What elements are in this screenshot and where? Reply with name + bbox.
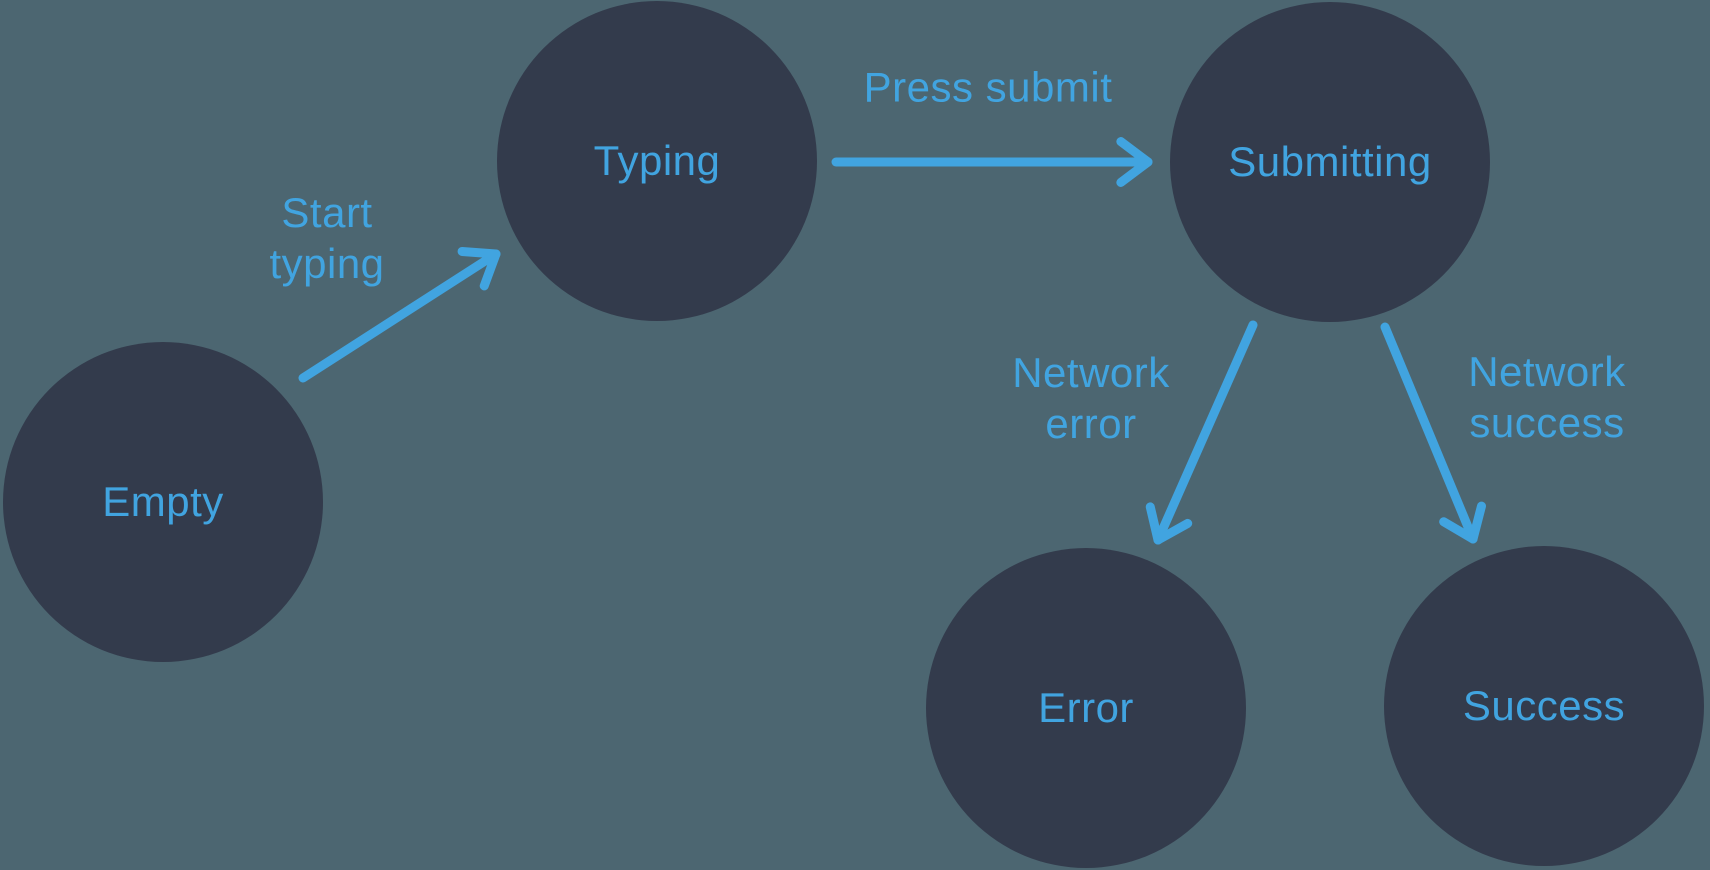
transition-label-line: Press submit (863, 63, 1113, 111)
transition-label-line: success (1469, 399, 1625, 446)
transition-arrow-press-submit (831, 137, 1153, 187)
state-node-submitting: Submitting (1170, 2, 1490, 322)
arrowhead-icon (1439, 501, 1486, 544)
state-node-success: Success (1384, 546, 1704, 866)
arrow-shaft (1153, 320, 1258, 545)
transition-label-line: Network (1468, 348, 1626, 395)
state-node-label: Success (1462, 682, 1626, 729)
state-node-label: Submitting (1228, 138, 1432, 185)
state-node-typing: Typing (497, 1, 817, 321)
arrowhead-icon (457, 246, 501, 291)
transition-label-line: error (1045, 400, 1137, 447)
transition-label-line: Network (1012, 349, 1170, 396)
transition-label-line: typing (269, 240, 385, 287)
arrowhead-icon (1116, 137, 1153, 187)
state-node-label: Typing (593, 137, 721, 184)
state-node-label: Error (1038, 684, 1134, 731)
state-node-label: Empty (102, 478, 224, 525)
state-node-error: Error (926, 548, 1246, 868)
transition-label-press-submit: Press submit (864, 62, 1113, 113)
transition-arrow-network-success (1380, 322, 1486, 544)
state-node-empty: Empty (3, 342, 323, 662)
transition-label-line: Start (281, 189, 373, 236)
arrow-shaft (1380, 322, 1478, 544)
arrowhead-icon (1145, 502, 1193, 545)
